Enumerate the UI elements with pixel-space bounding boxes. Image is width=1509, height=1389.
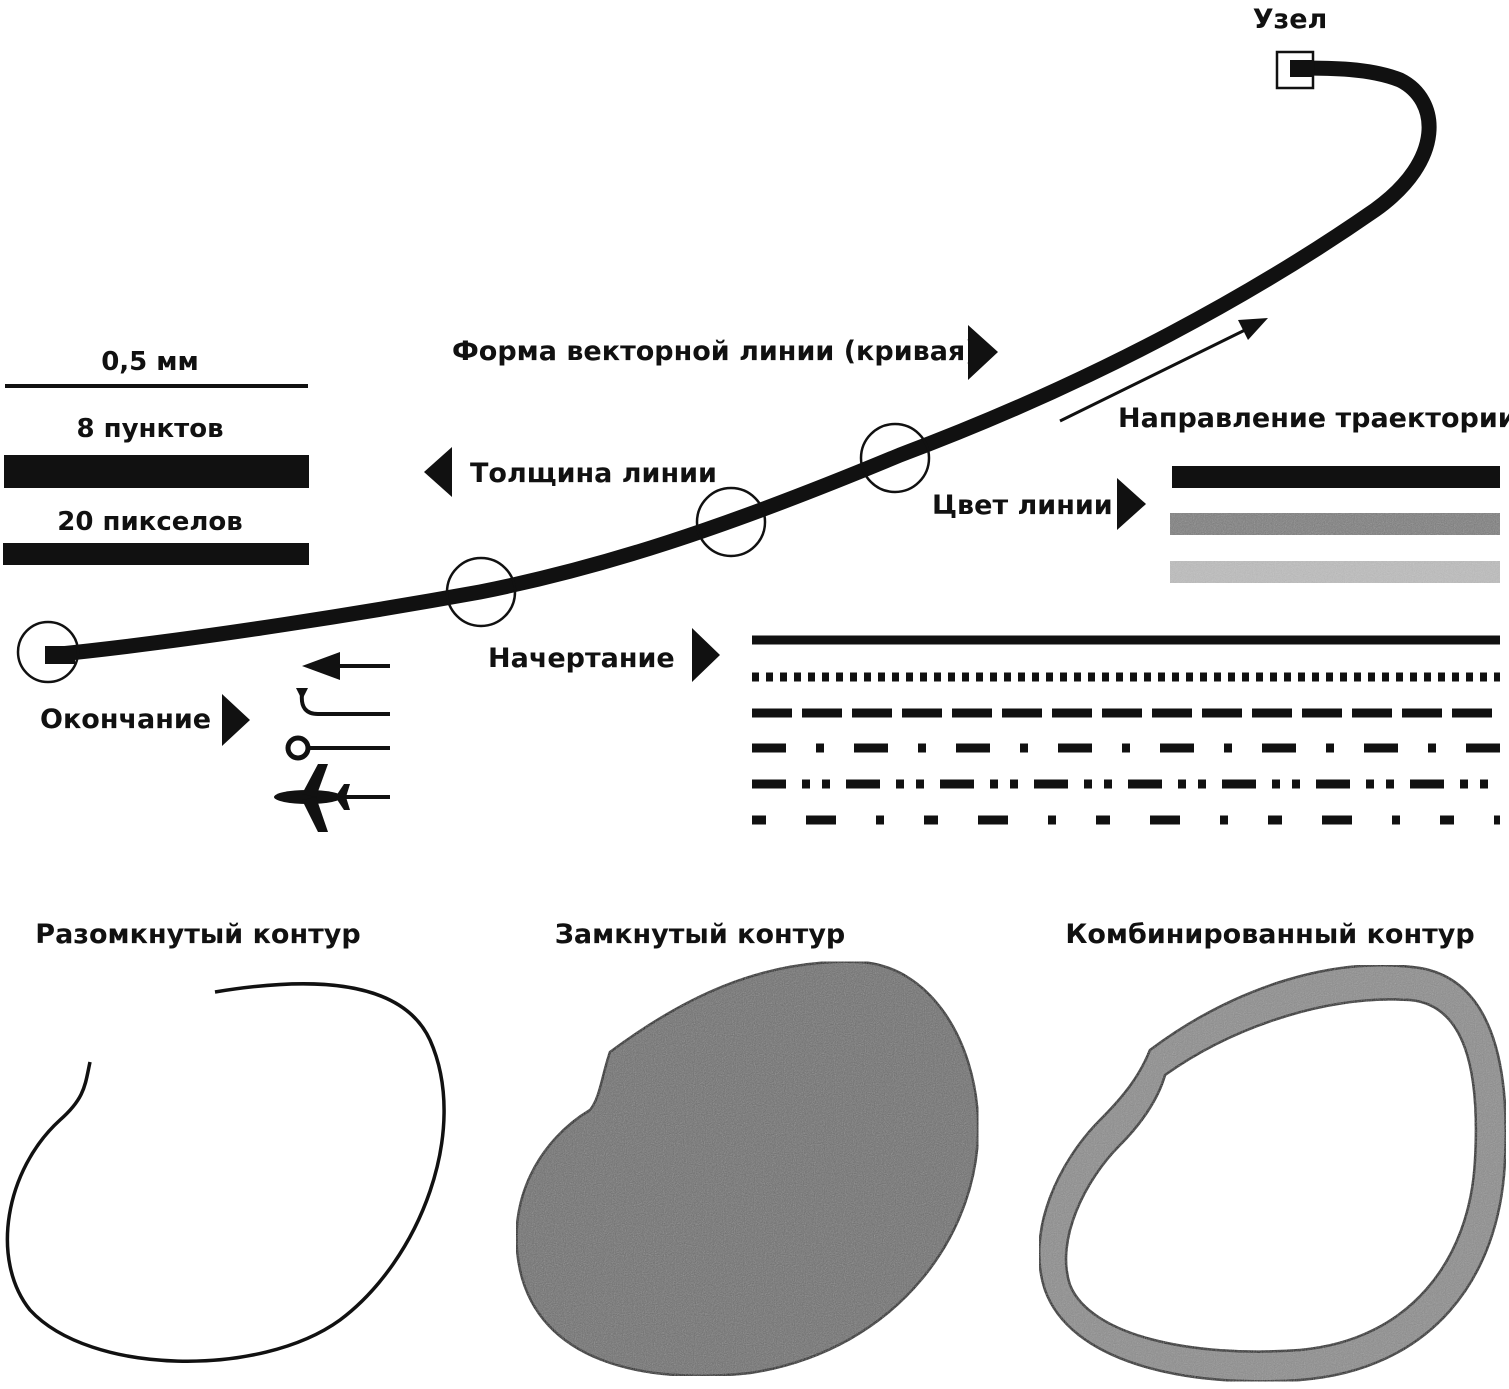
open-contour-label: Разомкнутый контур <box>35 919 360 950</box>
hook-ending-icon <box>296 688 390 716</box>
node-circle-1 <box>445 556 517 628</box>
closed-contour-shape <box>515 960 980 1378</box>
pointer-right-icon <box>692 628 720 682</box>
direction-label: Направление траектории <box>1118 403 1509 434</box>
line-style-samples <box>752 635 1500 825</box>
start-node-marker <box>45 646 75 664</box>
thickness-sample-label-1: 0,5 мм <box>101 347 199 377</box>
open-contour-shape <box>5 982 446 1364</box>
arrow-ending-icon <box>302 652 390 680</box>
circle-ending-icon <box>285 735 390 761</box>
pointer-right-icon <box>1117 478 1146 530</box>
node-circle-3 <box>859 422 931 494</box>
start-node-circle <box>16 620 80 684</box>
pointer-right-icon <box>968 325 998 380</box>
ending-label: Окончание <box>40 704 211 735</box>
thickness-label: Толщина линии <box>470 458 717 489</box>
direction-arrow-icon <box>1238 318 1268 340</box>
airplane-ending-icon <box>274 764 390 832</box>
vector-curve <box>49 60 1437 663</box>
combined-contour-label: Комбинированный контур <box>1065 919 1474 950</box>
thickness-sample-label-2: 8 пунктов <box>76 414 223 444</box>
thickness-line-medium <box>3 543 309 565</box>
style-label: Начертание <box>488 643 675 674</box>
thickness-sample-label-3: 20 пикселов <box>57 507 242 537</box>
closed-contour-label: Замкнутый контур <box>555 919 846 950</box>
node-circle-2 <box>695 486 767 558</box>
color-sample-black <box>1172 466 1500 488</box>
node-label: Узел <box>1253 4 1328 35</box>
pointer-left-icon <box>424 447 452 497</box>
color-label: Цвет линии <box>932 490 1113 521</box>
pointer-right-icon <box>222 694 250 746</box>
curve-shape-label: Форма векторной линии (кривая) <box>452 336 978 367</box>
combined-contour-shape <box>1037 964 1507 1383</box>
color-sample-light-gray <box>1170 561 1500 583</box>
direction-arrow-shaft <box>1059 328 1246 423</box>
thickness-line-thin <box>5 384 308 388</box>
thickness-line-thick <box>4 455 309 488</box>
color-sample-medium-gray <box>1170 513 1500 535</box>
